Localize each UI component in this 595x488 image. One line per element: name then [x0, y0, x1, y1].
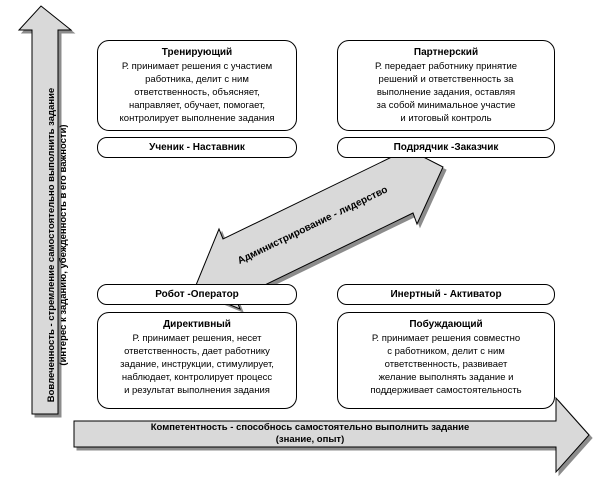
quadrant-line: желание выполнять задание и — [378, 372, 514, 383]
y-axis-label-line2: (интерес к заданию, убежденность в его в… — [58, 124, 69, 366]
quadrant-line: и итоговый контроль — [400, 113, 492, 124]
x-axis-arrow — [73, 396, 590, 474]
quadrant-line: Р. принимает решения, несет — [132, 333, 262, 344]
quadrant-line: и результат выполнения задания — [124, 385, 270, 396]
quadrant-line: ответственность, дает работнику — [124, 346, 270, 357]
quadrant-line: наблюдает, контролирует процесс — [121, 372, 273, 383]
quadrant-line: ответственность, развивает — [384, 359, 508, 370]
x-axis-label: Компетентность - способнось самостоятель… — [75, 422, 545, 446]
quadrant-title: Тренирующий — [161, 47, 233, 58]
quadrant-title: Партнерский — [413, 47, 479, 58]
quadrant-line: с работником, делит с ним — [387, 346, 505, 357]
quadrant-partnership: Партнерский Р. передает работнику принят… — [337, 40, 555, 131]
quadrant-line: выполнение задания, оставляя — [376, 87, 516, 98]
quadrant-title: Побуждающий — [409, 319, 483, 330]
quadrant-line: Р. принимает решения с участием — [121, 61, 273, 72]
quadrant-title: Директивный — [163, 319, 231, 330]
quadrant-line: решений и ответственность за — [378, 74, 514, 85]
quadrant-line: задание, инструкции, стимулирует, — [120, 359, 274, 370]
quadrant-motivating: Побуждающий Р. принимает решения совмест… — [337, 312, 555, 409]
quadrant-line: контролирует выполнение задания — [119, 113, 275, 124]
role-contractor-client: Подрядчик -Заказчик — [337, 137, 555, 158]
quadrant-coaching: Тренирующий Р. принимает решения с участ… — [97, 40, 297, 131]
quadrant-line: направляет, обучает, помогает, — [128, 100, 266, 111]
role-student-mentor: Ученик - Наставник — [97, 137, 297, 158]
role-robot-operator: Робот -Оператор — [97, 284, 297, 305]
quadrant-line: Р. передает работнику принятие — [374, 61, 518, 72]
quadrant-line: за собой минимальное участие — [376, 100, 516, 111]
x-axis-label-line2: (знание, опыт) — [275, 434, 345, 445]
quadrant-line: ответственность, объясняет, — [134, 87, 260, 98]
y-axis-label-line1: Вовлеченность - стремление самостоятельн… — [46, 87, 57, 403]
quadrant-directive: Директивный Р. принимает решения, несет … — [97, 312, 297, 409]
y-axis-label: Вовлеченность - стремление самостоятельн… — [46, 75, 70, 415]
y-axis-arrow — [17, 5, 73, 415]
role-inert-activator: Инертный - Активатор — [337, 284, 555, 305]
quadrant-line: Р. принимает решения совместно — [371, 333, 521, 344]
quadrant-line: поддерживает самостоятельность — [370, 385, 522, 396]
quadrant-line: работника, делит с ним — [145, 74, 249, 85]
x-axis-label-line1: Компетентность - способнось самостоятель… — [150, 422, 470, 433]
